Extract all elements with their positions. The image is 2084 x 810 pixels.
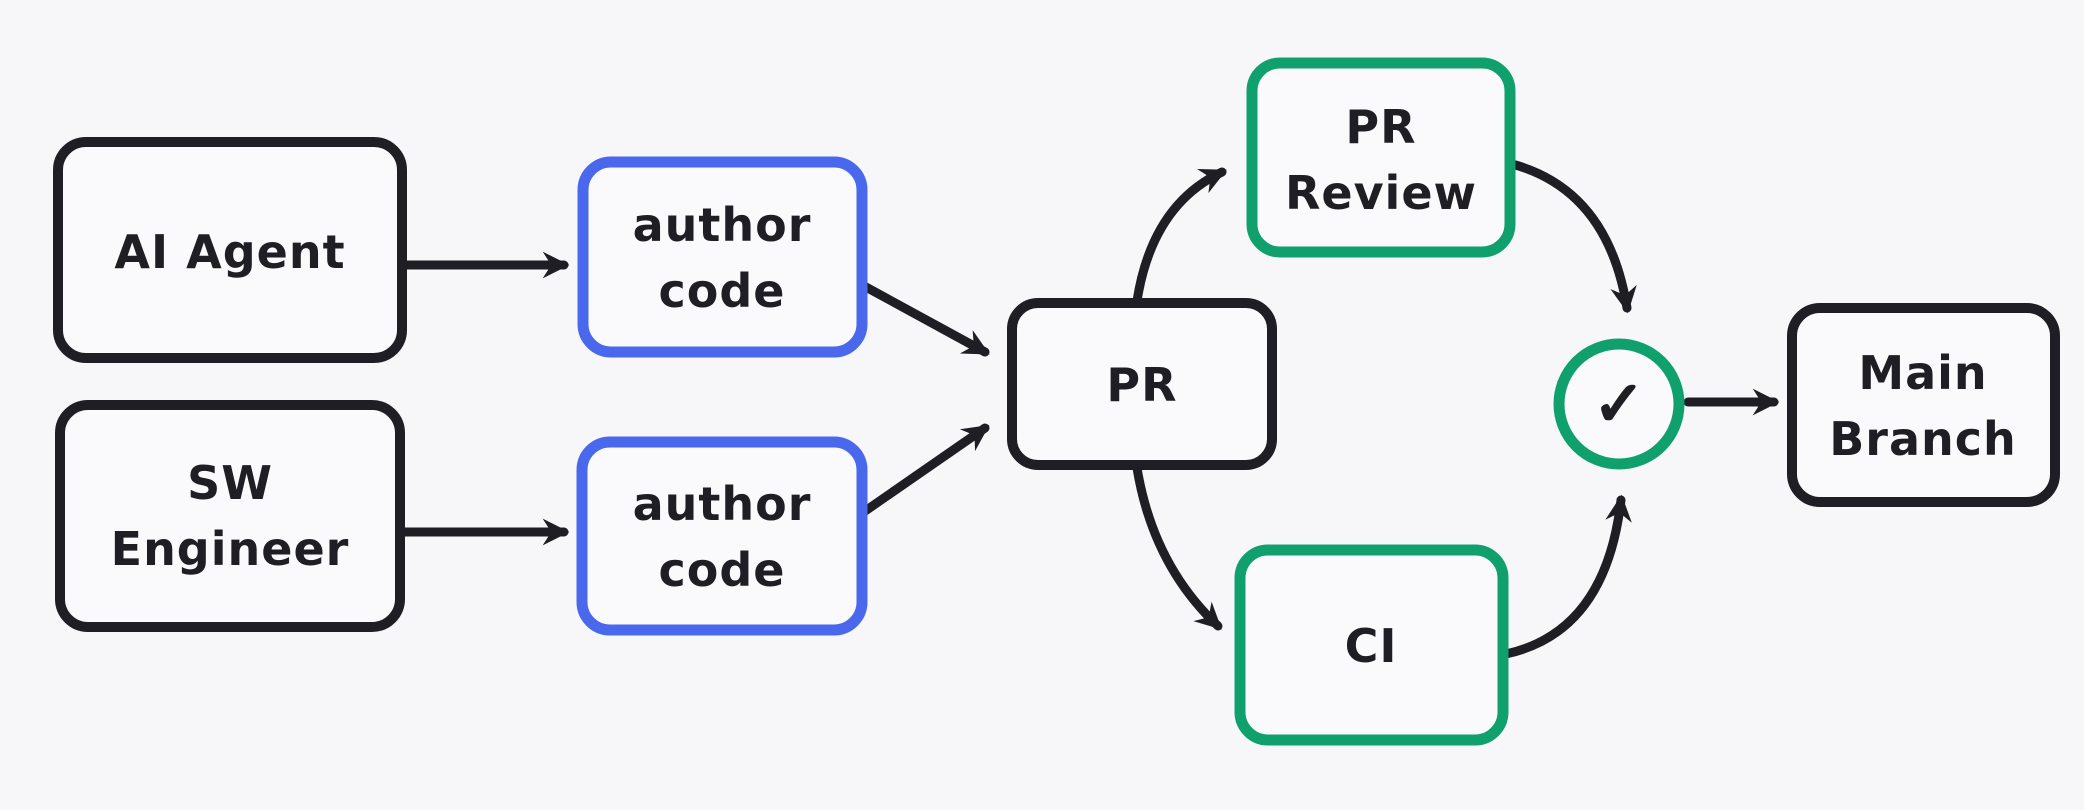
ci-box (1234, 544, 1509, 746)
pr-box (1007, 298, 1277, 470)
author-code-top-box (577, 156, 868, 358)
node-main-branch: Main Branch (1787, 303, 2060, 507)
node-approval: ✓ (1553, 338, 1685, 470)
ai-agent-label: AI Agent (114, 225, 345, 279)
edge-author-code-top-to-pr (859, 281, 990, 357)
main-branch-label-line2: Branch (1829, 412, 2017, 466)
node-author-code-bottom: author code (576, 436, 868, 636)
check-icon: ✓ (1593, 367, 1645, 440)
edge-author-code-bottom-to-pr (853, 423, 990, 521)
author-code-bottom-label-line2: code (659, 543, 786, 597)
node-pr: PR (1007, 298, 1277, 470)
pr-review-box (1246, 57, 1516, 258)
ai-agent-box (53, 137, 407, 363)
pr-review-label-line1: PR (1345, 100, 1416, 154)
pr-review-label-line2: Review (1285, 166, 1477, 220)
approval-circle (1553, 338, 1685, 470)
node-pr-review: PR Review (1246, 57, 1516, 258)
author-code-top-label-line2: code (659, 264, 786, 318)
edge-ci-to-approval (1501, 494, 1632, 659)
ci-label: CI (1345, 619, 1398, 673)
author-code-top-label-line1: author (633, 198, 812, 252)
sw-engineer-label-line1: SW (187, 456, 273, 510)
edge-pr-to-pr-review (1132, 167, 1227, 306)
node-ai-agent: AI Agent (53, 137, 407, 363)
main-branch-box (1787, 303, 2060, 507)
edges-layer (399, 159, 1780, 659)
node-author-code-top: author code (577, 156, 868, 358)
pr-label: PR (1106, 358, 1177, 412)
nodes-layer: AI Agent SW Engineer author code author … (53, 57, 2060, 746)
sw-engineer-label-line2: Engineer (111, 522, 350, 576)
main-branch-label-line1: Main (1858, 346, 1987, 400)
node-ci: CI (1234, 544, 1509, 746)
author-code-bottom-box (576, 436, 868, 636)
edge-pr-review-to-approval (1507, 159, 1637, 314)
node-sw-engineer: SW Engineer (55, 400, 405, 632)
edge-pr-to-ci (1132, 463, 1223, 631)
sw-engineer-box (55, 400, 405, 632)
author-code-bottom-label-line1: author (633, 477, 812, 531)
